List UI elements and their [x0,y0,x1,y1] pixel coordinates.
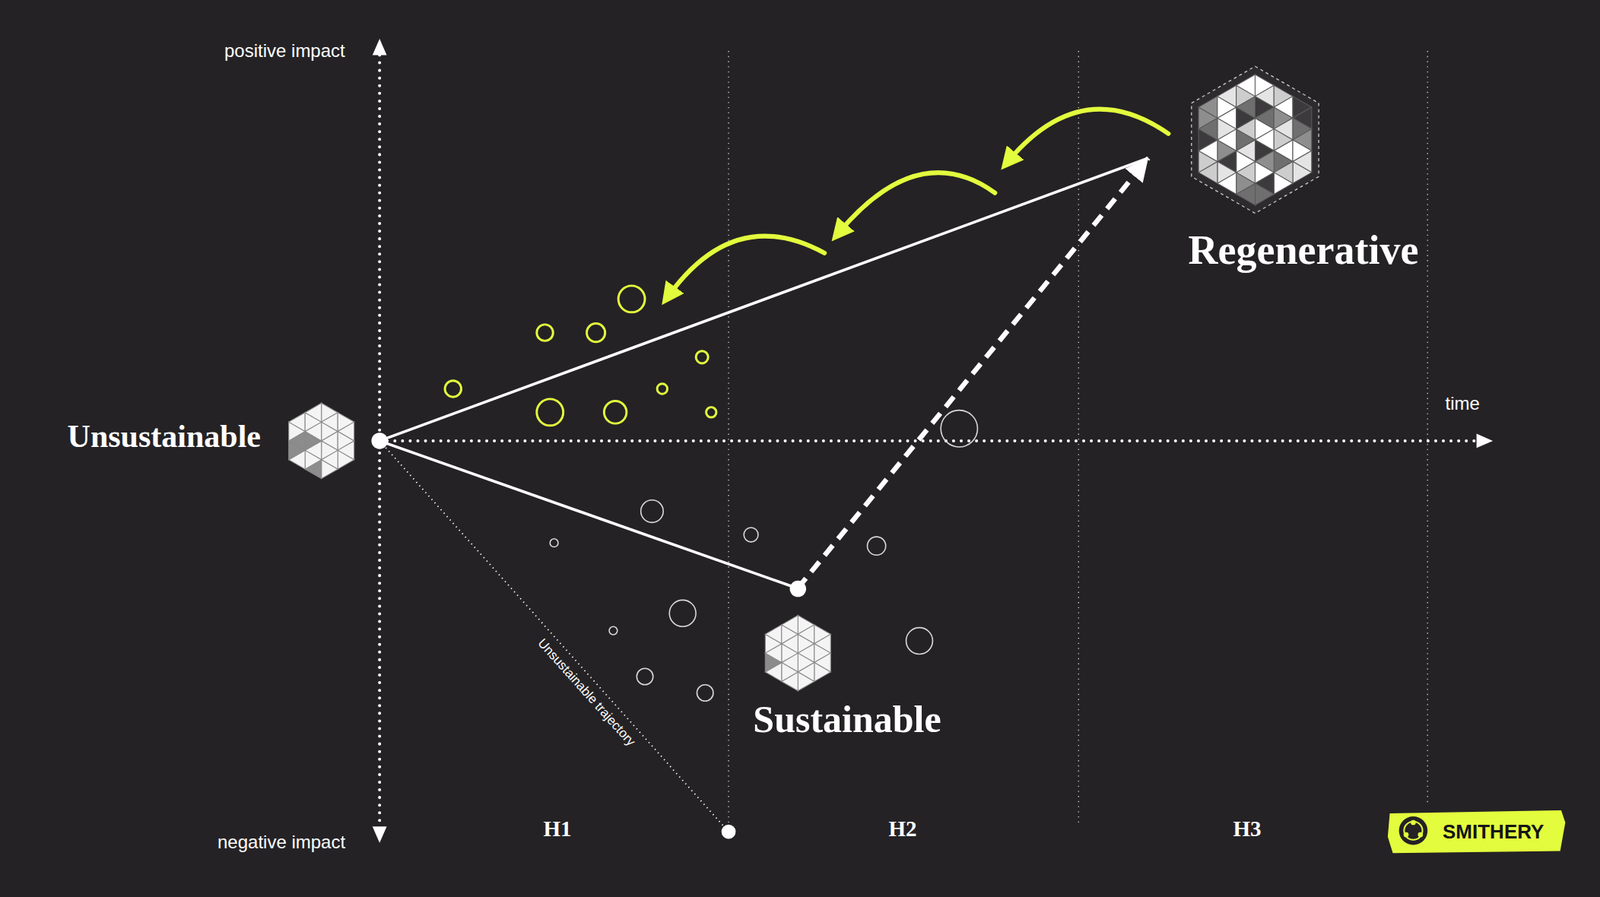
bubble [536,324,553,341]
bubble [695,351,708,364]
logo-emblem [1399,816,1429,846]
trajectory-label: Unsustainable trajectory [531,633,641,753]
bubble [636,668,653,685]
logo-emblem-dot [1417,832,1423,839]
regenerative-icon [1191,66,1319,213]
bubble [536,399,564,426]
white-bubbles [549,410,978,702]
axis-label: negative impact [213,831,350,854]
icon-facet [814,663,831,683]
logo-wordmark: SMITHERY [1438,820,1548,845]
icon-outline [1191,66,1319,213]
icon-facet [1236,150,1256,173]
stage-label: Sustainable [748,696,946,743]
icon-facet [1217,161,1237,185]
hexagon-icons [288,66,1319,692]
stage-label: Regenerative [1184,225,1424,276]
bubble [669,600,696,627]
trajectory-connector [797,158,1149,589]
horizon-divider [1427,50,1429,807]
stage-node: Regenerative [1148,60,1431,283]
axis-label: positive impact [220,40,350,63]
icon-facet [781,663,798,683]
icon-facet [321,412,338,432]
horizon-divider [1078,50,1080,823]
bubble [444,380,461,397]
sustainable-dot [790,580,807,597]
icon-facet [1254,107,1274,130]
stage-node: Sustainable [740,588,953,750]
trajectory-end-dot [721,825,737,840]
bubble [940,410,978,448]
unsustainable-icon [288,403,355,479]
sustainable-icon [765,615,831,691]
trajectory-line [379,441,729,832]
icon-facet [304,450,321,470]
stage-label: Unsustainable [63,417,266,456]
icon-facet [1198,96,1218,119]
stage-node: Unsustainable [55,403,380,480]
horizon-divider [727,50,729,823]
icon-facet [304,403,321,423]
bubble [867,536,886,556]
icon-facet [1236,172,1256,195]
icon-facet [797,672,814,692]
axis-arrow [1476,434,1493,449]
bubble [549,539,559,548]
icon-facet [337,450,354,470]
icon-facet [1292,161,1312,185]
icon-facet [321,460,338,480]
bubble [641,500,664,524]
bubble [603,401,627,425]
logo-emblem-dot [1403,832,1410,839]
logo-emblem-dot [1410,820,1416,826]
horizon-label: H3 [1229,815,1266,843]
bubble [706,407,717,418]
origin-dot [371,432,388,449]
icon-facet [1236,74,1256,97]
trajectory-connector [379,441,798,589]
bubble [587,323,606,343]
bubble [609,626,618,635]
bubble [696,685,713,702]
bubble [657,384,667,394]
yellow-bubbles [444,285,717,426]
icon-facet [797,625,814,645]
logo-brush [1387,810,1566,854]
time-axis [379,439,1476,443]
icon-facet [1217,85,1237,108]
bubble [743,527,759,543]
bubble [906,628,934,655]
axes [379,54,1476,825]
horizon-label: H1 [539,815,576,843]
axis-arrow [372,826,388,843]
icon-facet [1273,96,1293,119]
horizon-dividers [728,50,1428,823]
icon-facet [1273,172,1293,195]
icon-facet [765,625,781,645]
feedback-arrows [668,109,1169,297]
horizon-label: H2 [885,815,921,843]
axis-arrow [372,38,388,55]
icon-facet [1254,183,1274,206]
feedback-arrow [1008,109,1169,162]
axis-label: time [1441,393,1484,416]
icon-facet [288,412,305,432]
bubble [618,285,645,313]
icon-facet [1254,85,1274,108]
icon-facet [781,615,798,635]
